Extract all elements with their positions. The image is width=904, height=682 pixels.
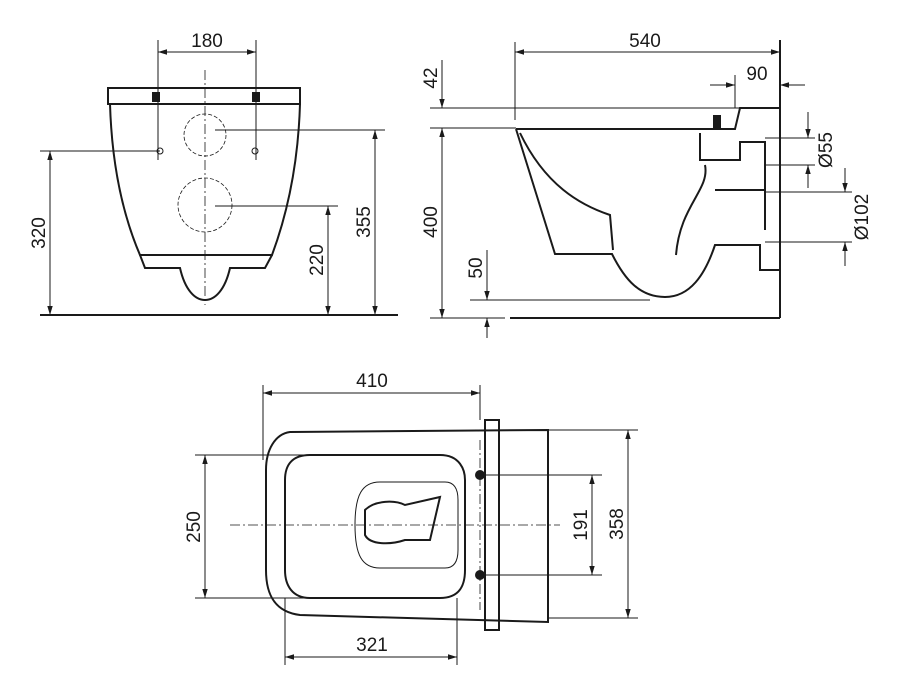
bowl-rim-top [284, 454, 466, 599]
dim-250: 250 [184, 511, 205, 543]
dim-410: 410 [356, 371, 388, 392]
top-view: 410 250 358 191 321 [184, 371, 638, 665]
dim-90: 90 [746, 64, 767, 85]
bowl-inner-profile [519, 132, 766, 256]
bowl-base [139, 254, 273, 302]
hinge-left [152, 92, 160, 102]
dim-220: 220 [307, 244, 328, 276]
side-view: 540 90 42 400 50 Ø55 Ø102 [421, 31, 873, 338]
dim-320: 320 [29, 217, 50, 249]
bowl-profile [515, 107, 780, 299]
front-view: 180 320 355 220 [29, 31, 398, 316]
dim-191: 191 [571, 509, 592, 541]
seat [107, 87, 301, 105]
dim-180: 180 [191, 31, 223, 52]
dim-d55: Ø55 [816, 132, 837, 168]
bowl-outline-top [265, 428, 549, 624]
bolt-hole-right [251, 147, 259, 155]
dim-400: 400 [421, 206, 442, 238]
dim-358: 358 [607, 508, 628, 540]
bowl-inner-top [354, 481, 459, 569]
dim-540: 540 [629, 31, 661, 52]
dim-355: 355 [354, 206, 375, 238]
dim-42: 42 [421, 67, 442, 88]
seat-bolt [713, 115, 721, 128]
bolt-top [475, 470, 485, 480]
drain-top [364, 495, 442, 545]
dim-50: 50 [466, 257, 487, 278]
dim-321: 321 [356, 635, 388, 656]
dim-d102: Ø102 [852, 194, 873, 240]
bowl-body [109, 103, 301, 256]
